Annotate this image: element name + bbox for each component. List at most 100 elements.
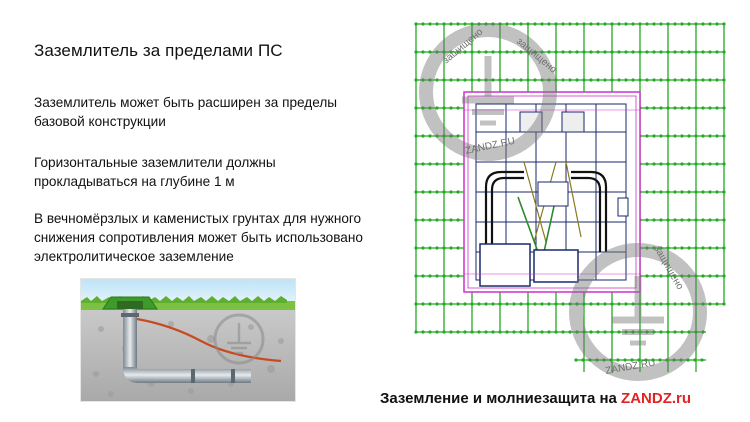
ground-node	[414, 302, 418, 306]
ground-node	[414, 330, 418, 334]
ground-node	[519, 50, 523, 54]
footer-caption: Заземление и молниезащита на ZANDZ.ru	[380, 390, 691, 407]
ground-node	[673, 190, 677, 194]
ground-node	[701, 302, 705, 306]
ground-node	[435, 302, 439, 306]
ground-node	[673, 274, 677, 278]
ground-node	[722, 78, 726, 82]
ground-node	[666, 78, 670, 82]
ground-node	[519, 78, 523, 82]
ground-node	[680, 218, 684, 222]
ground-node	[722, 162, 726, 166]
ground-node	[645, 78, 649, 82]
ground-node	[722, 302, 726, 306]
ground-node	[679, 358, 683, 362]
ground-node	[658, 358, 662, 362]
ground-node	[673, 134, 677, 138]
ground-node	[687, 246, 691, 250]
ground-node	[701, 134, 705, 138]
ground-node	[610, 330, 614, 334]
ground-node	[637, 358, 641, 362]
ground-node	[652, 78, 656, 82]
ground-node	[694, 22, 698, 26]
ground-node	[449, 274, 453, 278]
ground-node	[645, 246, 649, 250]
ground-node	[624, 78, 628, 82]
ground-node	[645, 274, 649, 278]
ground-node	[680, 162, 684, 166]
ground-node	[477, 50, 481, 54]
ground-node	[428, 78, 432, 82]
ground-node	[701, 78, 705, 82]
ground-node	[498, 330, 502, 334]
ground-node	[701, 50, 705, 54]
ground-node	[701, 162, 705, 166]
ground-node	[582, 78, 586, 82]
ground-node	[686, 358, 690, 362]
ground-node	[449, 190, 453, 194]
ground-node	[687, 134, 691, 138]
bullet-depth-1m: Горизонтальные заземлители должны прокла…	[34, 155, 276, 189]
ground-node	[484, 302, 488, 306]
ground-node	[687, 162, 691, 166]
ground-node	[673, 330, 677, 334]
ground-node	[631, 78, 635, 82]
ground-node	[442, 274, 446, 278]
ground-node	[673, 106, 677, 110]
ground-node	[609, 358, 613, 362]
ground-node	[533, 78, 537, 82]
ground-node	[505, 50, 509, 54]
ground-node	[470, 22, 474, 26]
ground-node	[680, 190, 684, 194]
ground-node	[659, 190, 663, 194]
ground-node	[701, 330, 705, 334]
ground-node	[428, 22, 432, 26]
ground-node	[645, 50, 649, 54]
ground-node	[449, 218, 453, 222]
footer-brand-link[interactable]: ZANDZ.ru	[621, 390, 692, 407]
ground-node	[421, 78, 425, 82]
ground-node	[442, 218, 446, 222]
ground-node	[722, 22, 726, 26]
ground-node	[449, 78, 453, 82]
ground-node	[449, 162, 453, 166]
ground-node	[645, 134, 649, 138]
ground-node	[512, 50, 516, 54]
slide-title: Заземлитель за пределами ПС	[34, 41, 283, 60]
ground-node	[484, 330, 488, 334]
ground-node	[701, 190, 705, 194]
ground-node	[708, 302, 712, 306]
ground-node	[617, 50, 621, 54]
ground-node	[456, 330, 460, 334]
ground-node	[638, 330, 642, 334]
ground-node	[687, 218, 691, 222]
ground-node	[596, 22, 600, 26]
ground-node	[470, 330, 474, 334]
ground-node	[442, 190, 446, 194]
ground-node	[624, 22, 628, 26]
ground-node	[680, 302, 684, 306]
ground-node	[526, 50, 530, 54]
ground-node	[694, 274, 698, 278]
ground-node	[449, 302, 453, 306]
ground-node	[617, 22, 621, 26]
ground-node	[575, 330, 579, 334]
ground-node	[687, 106, 691, 110]
ground-node	[680, 22, 684, 26]
ground-node	[435, 78, 439, 82]
ground-node	[470, 50, 474, 54]
ground-node	[603, 302, 607, 306]
ground-node	[456, 106, 460, 110]
ground-node	[666, 162, 670, 166]
ground-node	[449, 22, 453, 26]
ground-node	[519, 302, 523, 306]
ground-node	[456, 50, 460, 54]
ground-node	[652, 106, 656, 110]
ground-node	[428, 218, 432, 222]
ground-node	[456, 274, 460, 278]
ground-node	[435, 22, 439, 26]
ground-node	[428, 134, 432, 138]
ground-node	[540, 78, 544, 82]
ground-node	[652, 162, 656, 166]
ground-node	[526, 330, 530, 334]
